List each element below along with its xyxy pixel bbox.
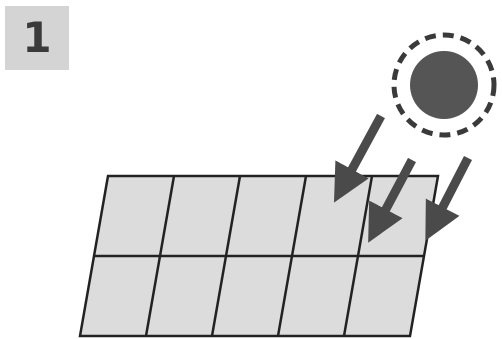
sun-icon (394, 35, 494, 135)
solar-panel-icon (80, 176, 438, 336)
sun-disc (410, 51, 478, 119)
sunlight-arrow-icon (434, 158, 468, 224)
